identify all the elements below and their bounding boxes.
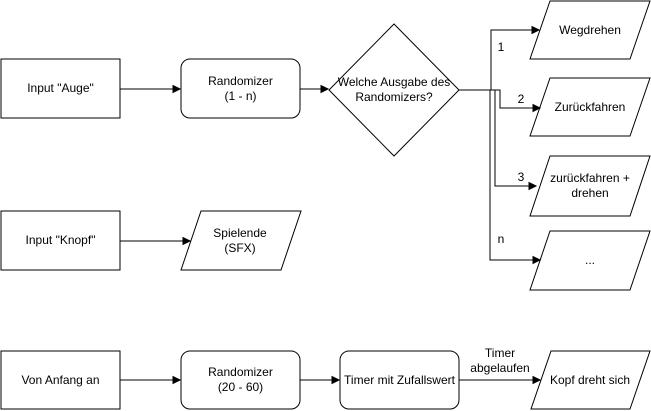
node-randomizer-2: Randomizer (20 - 60) (180, 350, 301, 410)
edge-input-knopf-to-spielende (120, 236, 192, 246)
edge-label-timer-line-1: Timer (485, 346, 515, 360)
node-wegdrehen: Wegdrehen (529, 0, 651, 60)
edge-randomizer-to-decision (300, 84, 330, 94)
node-kopf-dreht-sich: Kopf dreht sich (530, 350, 651, 410)
node-randomizer-1: Randomizer (1 - n) (180, 58, 301, 119)
edge-decision-to-ellipsis (459, 89, 542, 265)
edge-label-n: n (498, 232, 505, 246)
node-decision: Welche Ausgabe des Randomizers? (328, 23, 460, 157)
edge-label-timer-line-2: abgelaufen (470, 361, 529, 375)
node-von-anfang-an-label: Von Anfang an (21, 373, 99, 387)
edge-label-2: 2 (518, 92, 525, 106)
edge-label-3: 3 (518, 170, 525, 184)
node-ellipsis: ... (529, 230, 651, 291)
edge-input-auge-to-randomizer (120, 84, 182, 94)
node-input-auge: Input "Auge" (0, 58, 121, 119)
edge-decision-to-zurueckfahren (459, 89, 542, 113)
node-input-auge-label: Input "Auge" (27, 81, 94, 95)
node-zurueckfahren-drehen-line-1: zurückfahren + (550, 171, 630, 185)
node-zurueckfahren: Zurückfahren (529, 77, 651, 137)
node-randomizer-1-line-2: (1 - n) (224, 89, 256, 103)
edge-von-anfang-to-randomizer-2 (120, 375, 182, 385)
node-timer: Timer mit Zufallswert (339, 350, 460, 410)
edge-label-1: 1 (498, 40, 505, 54)
node-zurueckfahren-label: Zurückfahren (555, 100, 626, 114)
node-zurueckfahren-drehen-line-2: drehen (571, 186, 608, 200)
node-input-knopf-label: Input "Knopf" (26, 233, 96, 247)
node-spielende-line-2: (SFX) (224, 241, 255, 255)
node-spielende-line-1: Spielende (213, 226, 267, 240)
node-ellipsis-label: ... (585, 253, 595, 267)
node-decision-line-1: Welche Ausgabe des (338, 75, 451, 89)
edge-decision-to-wegdrehen (459, 25, 541, 91)
node-kopf-dreht-sich-label: Kopf dreht sich (550, 373, 630, 387)
node-spielende: Spielende (SFX) (180, 210, 302, 271)
node-zurueckfahren-drehen: zurückfahren + drehen (529, 155, 651, 217)
node-randomizer-1-line-1: Randomizer (208, 74, 273, 88)
node-decision-line-2: Randomizers? (355, 90, 433, 104)
edge-randomizer-2-to-timer (300, 375, 341, 385)
node-von-anfang-an: Von Anfang an (0, 350, 121, 410)
edge-decision-to-zurueckfahren-drehen (459, 89, 538, 191)
node-timer-label: Timer mit Zufallswert (344, 373, 456, 387)
node-randomizer-2-line-2: (20 - 60) (218, 380, 263, 394)
node-wegdrehen-label: Wegdrehen (559, 23, 621, 37)
node-randomizer-2-line-1: Randomizer (208, 365, 273, 379)
node-input-knopf: Input "Knopf" (0, 210, 121, 271)
edge-timer-to-kopf (459, 375, 542, 385)
